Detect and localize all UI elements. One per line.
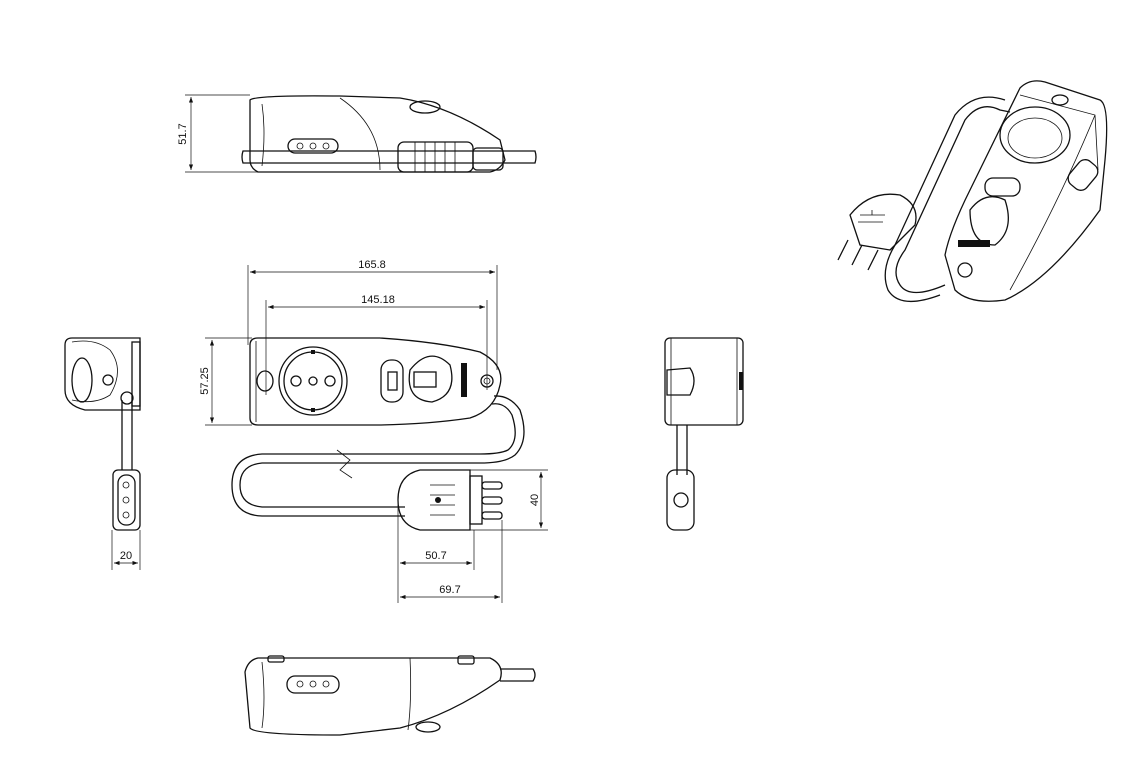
dim-label-69-7: 69.7 (439, 584, 460, 596)
dimension-body-width: 57.25 (199, 337, 252, 426)
dimension-plug-body-length: 50.7 (397, 505, 475, 603)
dimension-plug-width: 20 (111, 530, 141, 570)
top-view: 51.7 (177, 94, 537, 173)
left-view: 20 (64, 337, 141, 570)
dimension-hole-spacing: 145.18 (265, 294, 488, 395)
right-view (664, 337, 744, 531)
dim-label-57-25: 57.25 (199, 367, 211, 395)
dim-label-51-7: 51.7 (177, 123, 189, 144)
dim-label-165-8: 165.8 (358, 259, 386, 271)
dimension-plug-height: 40 (470, 469, 548, 531)
front-view: 165.8 145.18 57.25 40 50.7 (199, 259, 548, 603)
dim-label-145-18: 145.18 (361, 294, 395, 306)
isometric-view (837, 80, 1108, 302)
bottom-view (244, 655, 536, 736)
dim-label-50-7: 50.7 (425, 550, 446, 562)
dim-label-40: 40 (529, 494, 541, 506)
dimension-overall-length: 165.8 (247, 259, 498, 370)
dimension-top-height: 51.7 (177, 94, 260, 173)
dimension-plug-total-length: 69.7 (400, 520, 503, 603)
dim-label-20: 20 (120, 550, 132, 562)
